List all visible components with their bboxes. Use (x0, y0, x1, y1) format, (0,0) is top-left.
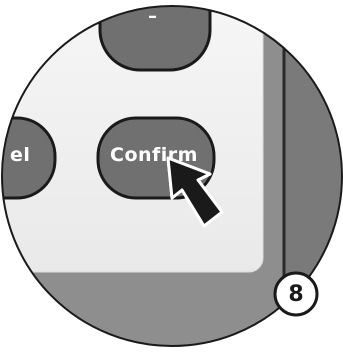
cursor-arrow (168, 158, 222, 226)
step-number: 8 (274, 272, 318, 316)
